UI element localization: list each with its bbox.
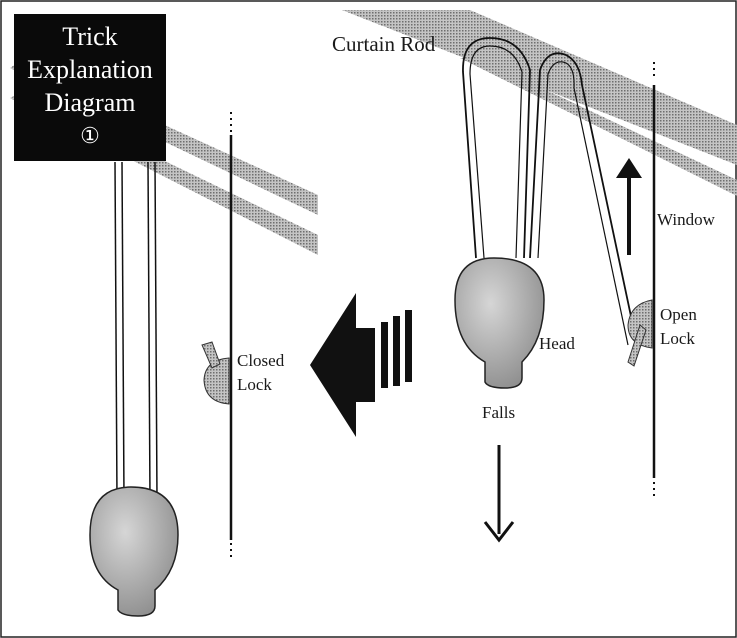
string-left-1: [114, 161, 118, 501]
head-figure-left: [89, 486, 179, 617]
curtain-rod-label: Curtain Rod: [332, 32, 436, 56]
string-left-4: [154, 161, 158, 501]
title-line-1: Trick: [62, 22, 118, 51]
string-loop-1: [462, 37, 531, 259]
string-loop-2: [529, 52, 637, 341]
open-lock-label-2: Lock: [660, 329, 695, 348]
closed-lock-latch-icon: [201, 341, 221, 369]
head-label: Head: [539, 334, 575, 353]
string-loop-2-inner: [537, 61, 629, 346]
transition-arrow-left-icon: [310, 293, 412, 437]
head-figure-right: [454, 257, 545, 389]
string-left-3: [147, 161, 151, 501]
open-lock-latch-icon: [627, 324, 647, 367]
arrow-up-icon: [616, 158, 642, 255]
arrow-down-icon: [483, 445, 515, 543]
falls-label: Falls: [482, 403, 515, 422]
diagram-title-box: Trick Explanation Diagram ①: [14, 14, 166, 161]
curtain-rod-front-right: [420, 10, 737, 146]
closed-lock-label-1: Closed: [237, 351, 285, 370]
title-line-3: Diagram: [44, 88, 136, 117]
string-left-2: [121, 161, 125, 501]
title-line-2: Explanation: [27, 55, 153, 84]
open-lock-label-1: Open: [660, 305, 697, 324]
window-label: Window: [657, 210, 716, 229]
string-loop-1-inner: [469, 45, 523, 259]
closed-lock-label-2: Lock: [237, 375, 272, 394]
open-lock-icon: [627, 299, 653, 349]
title-number: ①: [80, 123, 100, 148]
